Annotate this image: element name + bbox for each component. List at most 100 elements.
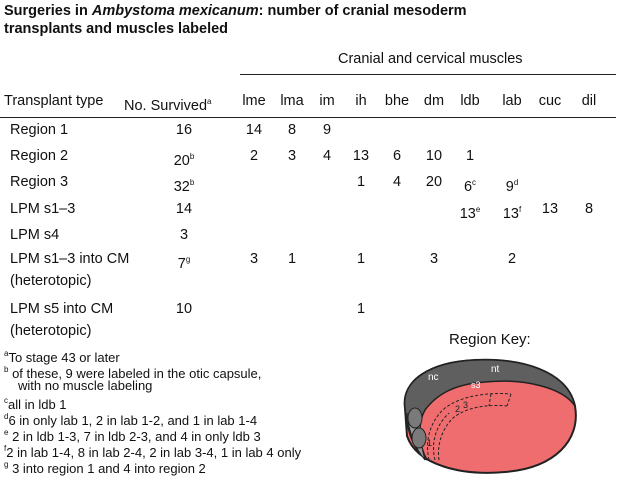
footnote-mark: a	[4, 349, 9, 358]
row-label: Region 1	[10, 122, 68, 139]
footnote-line: call in ldb 1	[4, 393, 67, 413]
title-suffix: : number of cranial mesoderm	[258, 3, 467, 19]
row-label: LPM s5 into CM	[10, 301, 113, 318]
table-cell: 13f	[503, 201, 521, 223]
col-header-muscle: ih	[355, 93, 366, 110]
table-cell-text: 13	[541, 201, 559, 217]
region-boundary-inner	[438, 405, 508, 461]
col-header-muscle-text: dil	[581, 93, 597, 109]
row-label-text: LPM s4	[10, 227, 60, 243]
col-header-muscle-text: lab	[502, 93, 522, 109]
table-cell-text: 8	[287, 122, 297, 138]
header-rule	[0, 117, 616, 118]
table-title: Surgeries in Ambystoma mexicanum: number…	[4, 2, 467, 38]
footnote-text: with no muscle labeling	[18, 377, 153, 393]
footnote-line: aTo stage 43 or later	[4, 346, 120, 366]
col-header-muscle: im	[319, 93, 334, 110]
table-cell: 1	[357, 174, 365, 191]
footnote-mark: c	[4, 396, 8, 406]
row-label-text: LPM s1–3 into CM	[10, 251, 130, 267]
row-label-text: LPM s5 into CM	[10, 301, 114, 317]
footnote-text: 3 into region 1 and 4 into region 2	[8, 460, 206, 476]
table-cell-sup: d	[513, 178, 519, 187]
footnote-mark: g	[4, 459, 9, 469]
table-cell: 6c	[464, 174, 476, 196]
col-header-muscle: cuc	[539, 93, 562, 110]
row-survived-text: 10	[175, 301, 193, 317]
title-line2: transplants and muscles labeled	[4, 21, 229, 37]
table-cell: 1	[466, 148, 474, 165]
row-survived: 7g	[178, 251, 191, 273]
label-region-2: 2	[455, 404, 460, 414]
col-header-muscle-text: lme	[242, 93, 266, 109]
col-header-muscle-text: ih	[355, 93, 367, 109]
region-boundary-mid	[433, 412, 450, 461]
table-cell: 13	[353, 148, 369, 165]
row-survived-text: 16	[175, 122, 193, 138]
row-survived: 32b	[174, 174, 195, 196]
table-cell-text: 1	[356, 174, 366, 190]
col-header-muscle: lma	[280, 93, 303, 110]
group-rule	[240, 74, 616, 75]
footnote-mark: b	[4, 364, 9, 374]
embryo-dorsal-band	[403, 359, 576, 461]
table-cell: 20	[426, 174, 442, 191]
label-s3: s3	[471, 380, 481, 390]
row-survived: 14	[176, 201, 192, 218]
region-key-diagram: nc nt s3 2 3 1	[403, 358, 577, 474]
table-cell-text: 1	[465, 148, 475, 164]
col-header-survived-sup: a	[207, 97, 212, 106]
table-cell-text: 13	[459, 206, 476, 222]
table-cell-text: 4	[392, 174, 402, 190]
label-region-1: 1	[427, 438, 432, 448]
row-survived: 10	[176, 301, 192, 318]
col-header-transplant: Transplant type	[4, 93, 103, 110]
row-label: Region 2	[10, 148, 68, 165]
col-header-muscle: bhe	[385, 93, 409, 110]
row-survived-text: 7	[177, 256, 186, 272]
table-cell: 6	[393, 148, 401, 165]
row-label-text: Region 2	[10, 148, 69, 164]
table-cell-text: 13	[502, 206, 519, 222]
footnote-text: 2 in ldb 1-3, 7 in ldb 2-3, and 4 in onl…	[8, 429, 261, 444]
table-cell: 13	[542, 201, 558, 218]
footnote-text: To stage 43 or later	[8, 350, 120, 365]
table-cell-text: 2	[249, 148, 259, 164]
col-header-muscle-text: lma	[280, 93, 304, 109]
table-cell: 9	[323, 122, 331, 139]
footnote-text: all in ldb 1	[8, 397, 67, 413]
region-boundary-tick-2	[506, 393, 512, 407]
col-header-muscle-text: im	[319, 93, 335, 109]
somite-bulge-2	[411, 427, 427, 449]
table-cell-text: 3	[287, 148, 297, 164]
table-cell-text: 1	[287, 251, 297, 267]
table-cell: 2	[508, 251, 516, 268]
table-cell: 4	[323, 148, 331, 165]
footnote-line: e 2 in ldb 1-3, 7 in ldb 2-3, and 4 in o…	[4, 425, 261, 445]
group-header: Cranial and cervical muscles	[338, 51, 523, 67]
table-cell: 9d	[506, 174, 519, 196]
table-cell: 8	[585, 201, 593, 218]
row-label: LPM s4	[10, 227, 59, 244]
table-cell: 2	[250, 148, 258, 165]
col-header-muscle: dm	[424, 93, 444, 110]
col-header-survived-text: No. Survived	[124, 98, 208, 114]
table-cell: 4	[393, 174, 401, 191]
table-cell: 10	[426, 148, 442, 165]
table-cell: 3	[288, 148, 296, 165]
row-label: (heterotopic)	[10, 273, 91, 290]
row-label: LPM s1–3 into CM	[10, 251, 129, 268]
col-header-transplant-text: Transplant type	[4, 93, 104, 109]
table-cell-text: 4	[322, 148, 332, 164]
region-boundary-outer	[427, 393, 512, 461]
table-cell: 1	[357, 301, 365, 318]
footnote-mark: d	[4, 412, 9, 422]
title-species: Ambystoma mexicanum	[91, 3, 259, 19]
col-header-muscle-text: cuc	[538, 93, 562, 109]
row-survived: 3	[180, 227, 188, 244]
col-header-muscle-text: dm	[423, 93, 445, 109]
col-header-muscle-text: ldb	[460, 93, 480, 109]
table-cell-text: 10	[425, 148, 443, 164]
row-label: Region 3	[10, 174, 68, 191]
label-nt: nt	[491, 364, 500, 375]
